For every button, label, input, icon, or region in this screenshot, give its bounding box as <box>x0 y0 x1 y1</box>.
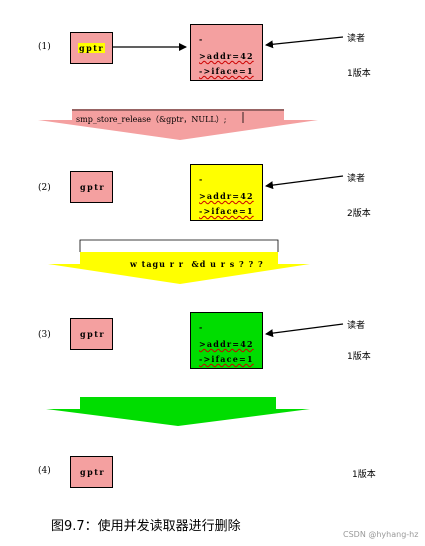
gptr-box-3: gptr <box>70 318 113 350</box>
gptr-box-4: gptr <box>70 456 113 488</box>
gptr-label-1: gptr <box>78 43 106 53</box>
reader-label-1: 读者 <box>347 34 366 44</box>
struct-line-2-0: - <box>199 174 204 184</box>
step-label-3: (3) <box>38 330 51 340</box>
struct-line-1-0: - <box>199 34 204 44</box>
version-label-3: 1版本 <box>347 352 371 362</box>
transition-arrow-1 <box>38 109 318 140</box>
struct-line-2-1: >addr=42 <box>199 191 254 201</box>
struct-line-2-2: ->iface=1 <box>199 206 254 216</box>
step-label-2: (2) <box>38 183 51 193</box>
version-label-1: 1版本 <box>347 69 371 79</box>
version-label-2: 2版本 <box>347 209 371 219</box>
watermark: CSDN @hyhang-hz <box>343 530 419 539</box>
transition-arrow-3 <box>46 397 310 426</box>
gptr-box-1: gptr <box>70 32 113 64</box>
step-label-1: (1) <box>38 42 51 52</box>
figure-caption: 图9.7：使用并发读取器进行删除 <box>51 519 241 534</box>
struct-box-1: - >addr=42 ->iface=1 <box>190 24 263 81</box>
transition-arrow-2-outline <box>79 239 279 252</box>
reader-pointer-arrow-3 <box>265 323 344 338</box>
gptr-box-2: gptr <box>70 171 113 203</box>
operation-text-1: smp_store_release（&gptr，NULL）; <box>76 115 227 124</box>
reader-label-2: 读者 <box>347 174 366 184</box>
transition-arrow-2 <box>48 252 310 284</box>
version-label-4: 1版本 <box>352 470 376 480</box>
struct-line-1-1: >addr=42 <box>199 51 254 61</box>
struct-box-3: - >addr=42 ->iface=1 <box>190 312 263 369</box>
reader-pointer-arrow-2 <box>265 175 344 190</box>
struct-line-3-0: - <box>199 322 204 332</box>
gptr-label-2: gptr <box>80 182 106 192</box>
gptr-label-4: gptr <box>80 467 106 477</box>
struct-line-3-1: >addr=42 <box>199 339 254 349</box>
step-label-4: (4) <box>38 466 51 476</box>
reader-pointer-arrow-1 <box>265 36 344 49</box>
struct-line-3-2: ->iface=1 <box>199 354 254 364</box>
operation-text-2: w tagu r r &d u r s ? ? ? <box>130 259 264 269</box>
gptr-label-3: gptr <box>80 329 106 339</box>
reader-label-3: 读者 <box>347 321 366 331</box>
struct-box-2: - >addr=42 ->iface=1 <box>190 164 263 221</box>
struct-line-1-2: ->iface=1 <box>199 66 254 76</box>
